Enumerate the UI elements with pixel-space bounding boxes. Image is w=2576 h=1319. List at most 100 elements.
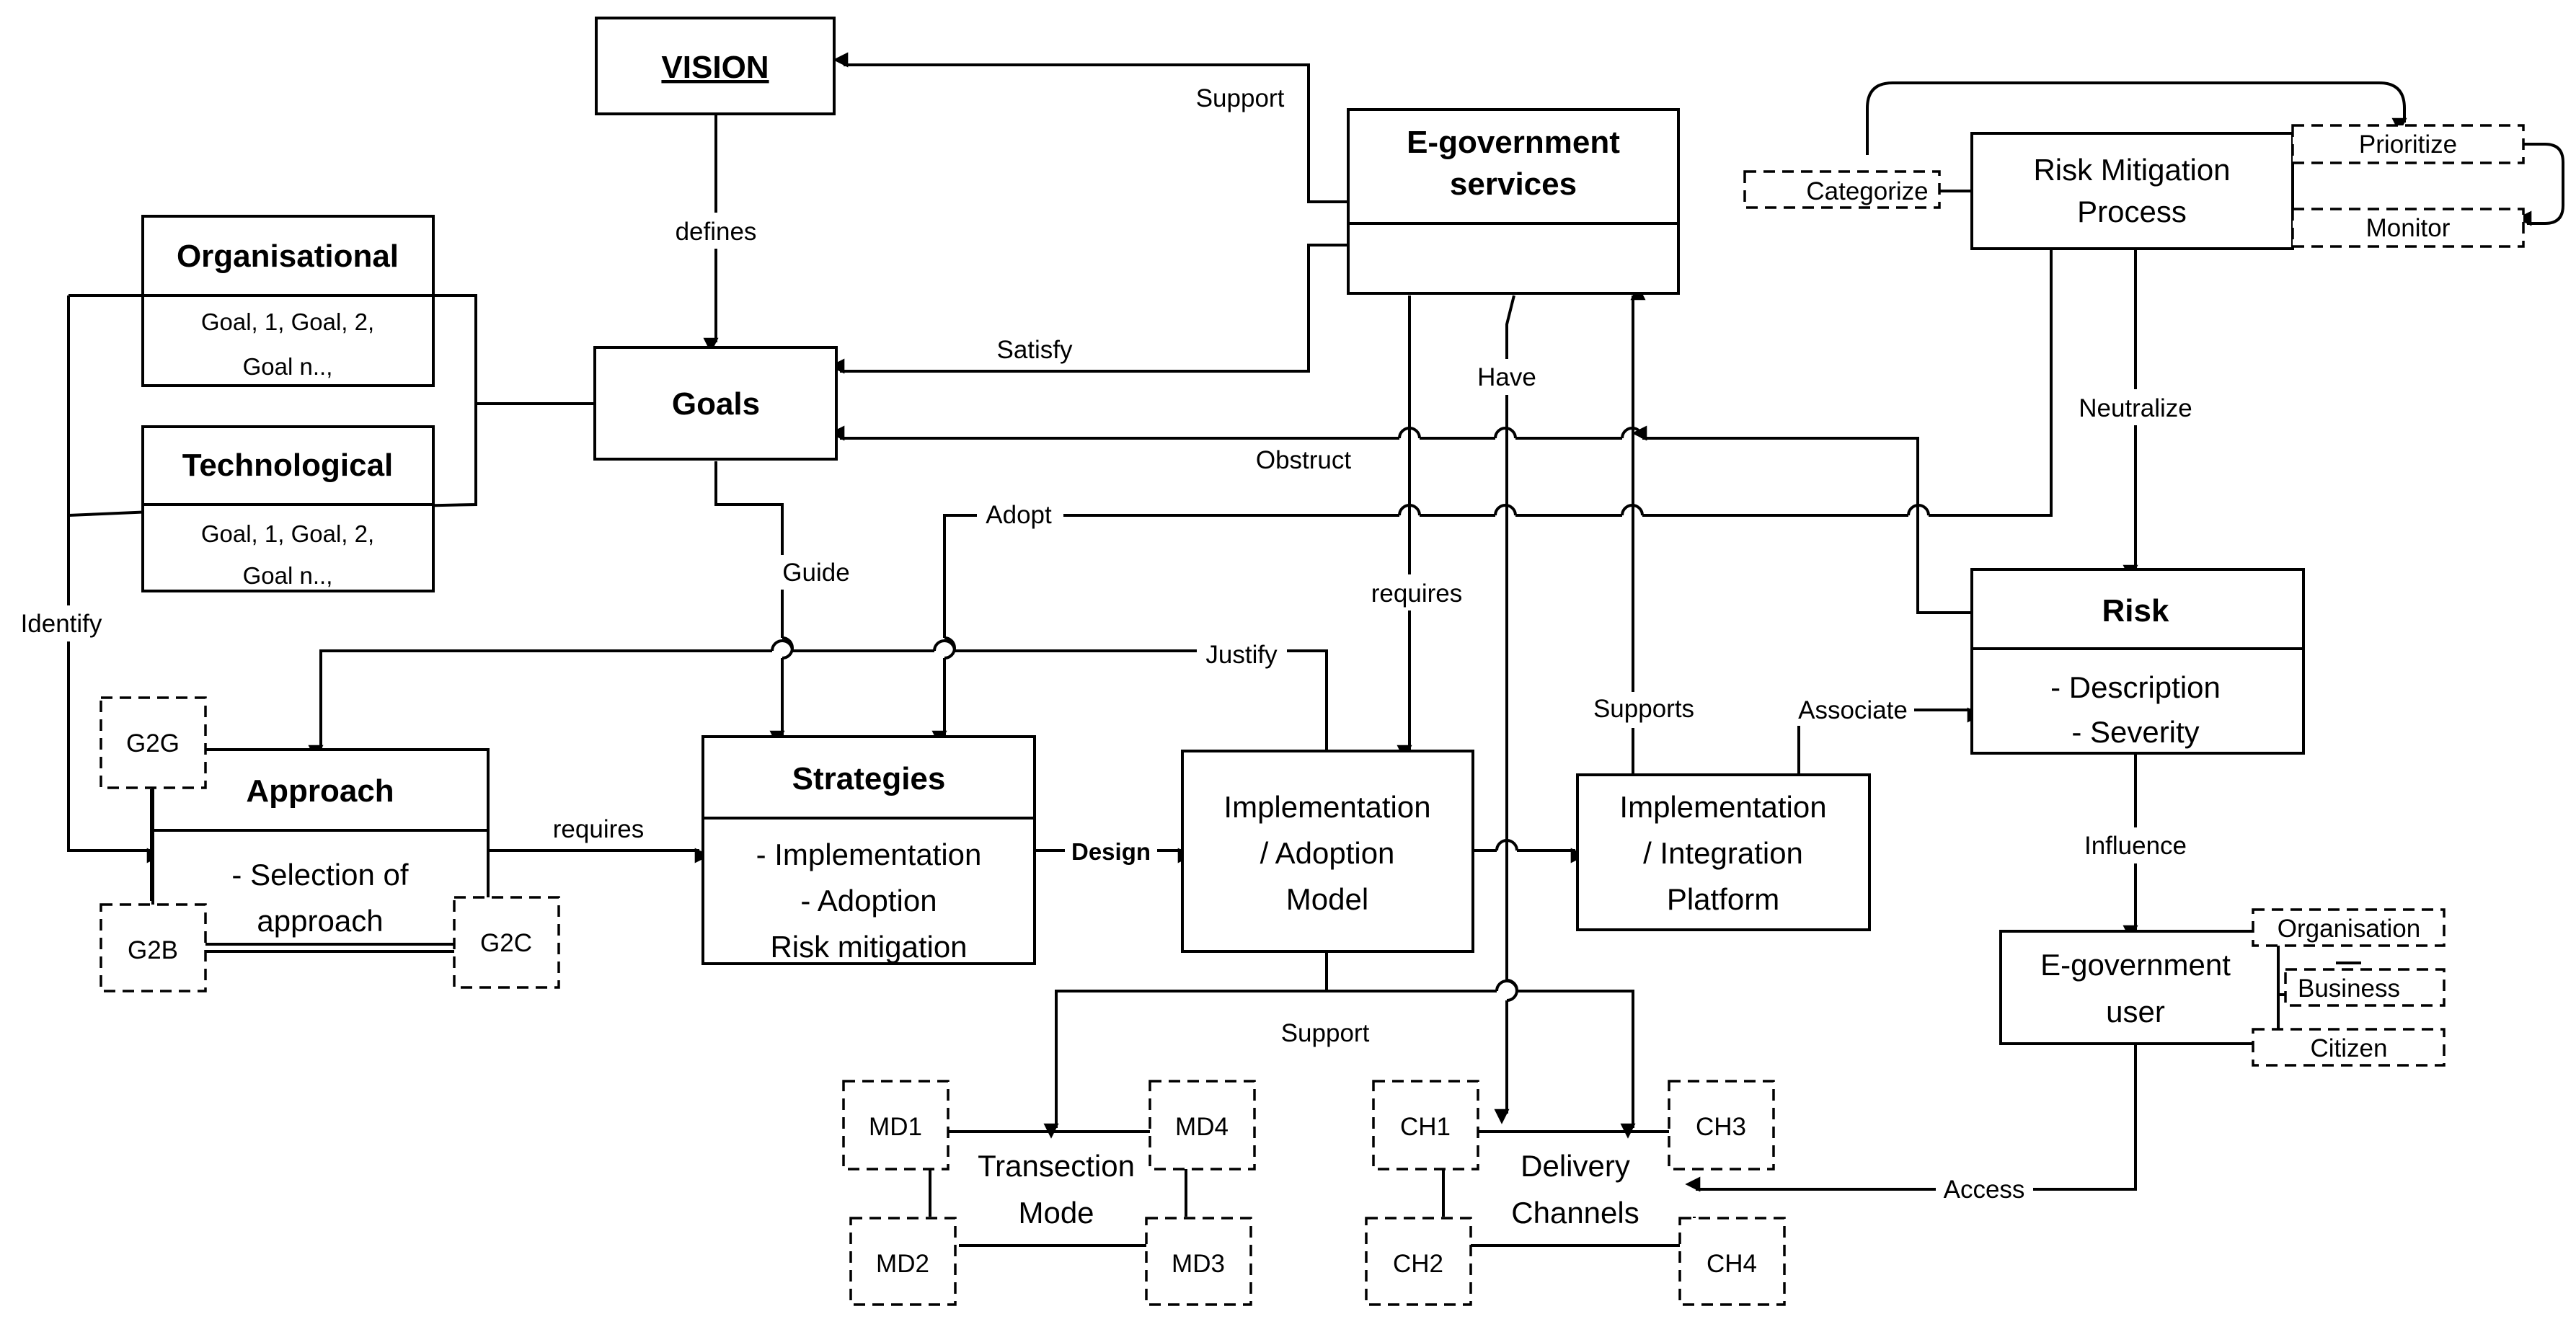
label-identify: Identify <box>21 610 102 638</box>
impl-platform-node: Implementation / Integration Platform <box>1576 773 1871 931</box>
strategies-line2: - Adoption <box>800 884 937 918</box>
organisational-line1: Goal, 1, Goal, 2, <box>201 308 374 335</box>
egov-services-line2: services <box>1450 166 1577 202</box>
impl-model-line3: Model <box>1286 882 1368 916</box>
label-obstruct: Obstruct <box>1256 446 1352 474</box>
g2c-node: G2C <box>453 896 560 989</box>
technological-line1: Goal, 1, Goal, 2, <box>201 520 374 547</box>
impl-model-node: Implementation / Adoption Model <box>1181 750 1474 953</box>
label-support-top: Support <box>1196 84 1285 112</box>
edge-labels: Support defines Satisfy Have Obstruct Ne… <box>11 78 2206 1205</box>
risk-node: Risk - Description - Severity <box>1970 568 2305 755</box>
categorize-label: Categorize <box>1806 177 1928 205</box>
goals-node: Goals <box>593 346 838 461</box>
label-associate: Associate <box>1798 696 1908 724</box>
g2c-label: G2C <box>480 929 532 957</box>
connectors <box>67 52 2564 1247</box>
label-satisfy: Satisfy <box>996 336 1073 364</box>
technological-line2: Goal n.., <box>243 562 333 589</box>
strategies-line1: - Implementation <box>756 838 982 871</box>
business-label: Business <box>2298 974 2400 1003</box>
organisational-line2: Goal n.., <box>243 353 333 380</box>
delivery-channels-node: Delivery Channels <box>1511 1149 1639 1230</box>
label-requires-mid: requires <box>1371 579 1462 608</box>
edge-guide-top <box>714 461 784 638</box>
ch1-label: CH1 <box>1400 1113 1451 1141</box>
citizen-label: Citizen <box>2311 1034 2388 1062</box>
edge-access <box>1685 1044 2137 1192</box>
edge-obstruct <box>1632 425 1972 614</box>
delivery-channels-line1: Delivery <box>1521 1149 1630 1183</box>
goals-label: Goals <box>672 386 760 422</box>
edge-identify <box>67 296 162 863</box>
organisation-label: Organisation <box>2278 915 2420 943</box>
edge-adopt <box>1929 245 2053 517</box>
label-access: Access <box>1944 1176 2025 1204</box>
label-requires-left: requires <box>553 815 644 843</box>
cycle-categorize-prioritize <box>1866 81 2407 155</box>
approach-line1: - Selection of <box>231 858 408 892</box>
md3-label: MD3 <box>1172 1250 1225 1278</box>
impl-model-line1: Implementation <box>1223 790 1430 824</box>
edge-satisfy <box>829 244 1348 374</box>
impl-platform-line3: Platform <box>1667 882 1779 916</box>
md3-node: MD3 <box>1145 1217 1252 1306</box>
label-adopt: Adopt <box>986 501 1052 529</box>
prioritize-label: Prioritize <box>2359 130 2457 159</box>
g2g-label: G2G <box>126 729 180 758</box>
citizen-node: Citizen <box>2252 1028 2446 1067</box>
ch3-label: CH3 <box>1696 1113 1746 1141</box>
monitor-node: Monitor <box>2291 208 2525 248</box>
technological-node: Technological Goal, 1, Goal, 2, Goal n..… <box>141 425 435 592</box>
vision-label: VISION <box>661 50 769 85</box>
organisation-node: Organisation <box>2252 908 2446 947</box>
risk-title: Risk <box>2102 593 2169 629</box>
egov-services-node: E-government services <box>1347 108 1680 295</box>
ch2-node: CH2 <box>1365 1217 1472 1306</box>
organisational-node: Organisational Goal, 1, Goal, 2, Goal n.… <box>141 215 435 387</box>
edge-support-bottom <box>1325 951 1497 992</box>
delivery-channels-line2: Channels <box>1511 1196 1639 1230</box>
ch4-label: CH4 <box>1707 1250 1757 1278</box>
label-supports: Supports <box>1593 695 1694 723</box>
edge-justify <box>955 649 1328 753</box>
categorize-node: Categorize <box>1743 170 1941 209</box>
label-have: Have <box>1477 363 1536 391</box>
edge-support-vision <box>833 52 1348 203</box>
risk-line2: - Severity <box>2071 715 2199 749</box>
label-design: Design <box>1071 838 1151 865</box>
business-node: Business <box>2284 968 2446 1007</box>
strategies-node: Strategies - Implementation - Adoption R… <box>701 735 1036 965</box>
label-neutralize: Neutralize <box>2079 394 2192 422</box>
approach-title: Approach <box>246 773 394 809</box>
egov-user-node: E-government user <box>1999 930 2280 1045</box>
risk-mitigation-line1: Risk Mitigation <box>2033 153 2230 187</box>
strategies-line3: Risk mitigation <box>770 930 967 964</box>
approach-node: Approach - Selection of approach <box>151 748 490 946</box>
risk-mitigation-line2: Process <box>2077 195 2187 228</box>
label-guide: Guide <box>782 559 849 587</box>
md2-label: MD2 <box>876 1250 929 1278</box>
technological-title: Technological <box>182 448 394 483</box>
ch3-node: CH3 <box>1668 1080 1775 1171</box>
organisational-title: Organisational <box>177 239 399 274</box>
approach-line2: approach <box>257 904 383 938</box>
md4-label: MD4 <box>1175 1113 1229 1141</box>
transaction-mode-line2: Mode <box>1018 1196 1094 1230</box>
egov-user-line1: E-government <box>2040 948 2231 982</box>
label-justify: Justify <box>1205 641 1278 669</box>
strategies-title: Strategies <box>792 761 946 796</box>
ch4-node: CH4 <box>1678 1217 1786 1306</box>
ch1-node: CH1 <box>1372 1080 1479 1171</box>
monitor-label: Monitor <box>2366 214 2451 242</box>
label-defines: defines <box>676 218 757 246</box>
md4-node: MD4 <box>1148 1080 1256 1171</box>
md1-node: MD1 <box>842 1080 950 1171</box>
egov-services-line1: E-government <box>1407 125 1620 160</box>
md2-node: MD2 <box>849 1217 957 1306</box>
transaction-mode-node: Transection Mode <box>978 1149 1135 1230</box>
risk-line1: - Description <box>2050 670 2221 704</box>
vision-node: VISION <box>595 17 836 115</box>
egov-user-line2: user <box>2106 995 2165 1029</box>
